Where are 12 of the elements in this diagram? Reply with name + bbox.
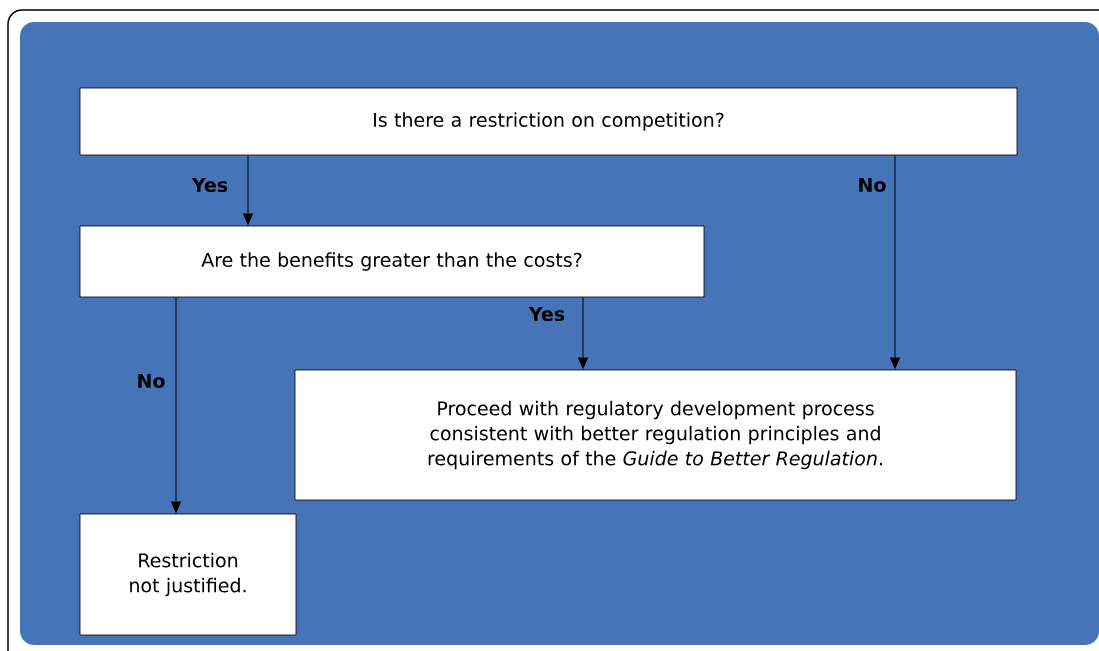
process-box: Are the benefits greater than the costs?	[79, 225, 705, 298]
arrow	[243, 154, 253, 225]
process-box: Is there a restriction on competition?	[79, 87, 1018, 156]
process-box: Restriction not justified.	[79, 513, 297, 636]
arrow	[171, 296, 181, 513]
edge-label: No	[138, 373, 165, 389]
arrow	[578, 296, 588, 369]
arrow	[890, 154, 900, 369]
edge-label: Yes	[528, 306, 565, 322]
process-box: Proceed with regulatory development process consistent with better regulation principles and requirements of the Guide to Better Regulation.	[294, 369, 1017, 501]
edge-label: No	[859, 177, 886, 193]
edge-label: Yes	[191, 177, 228, 193]
